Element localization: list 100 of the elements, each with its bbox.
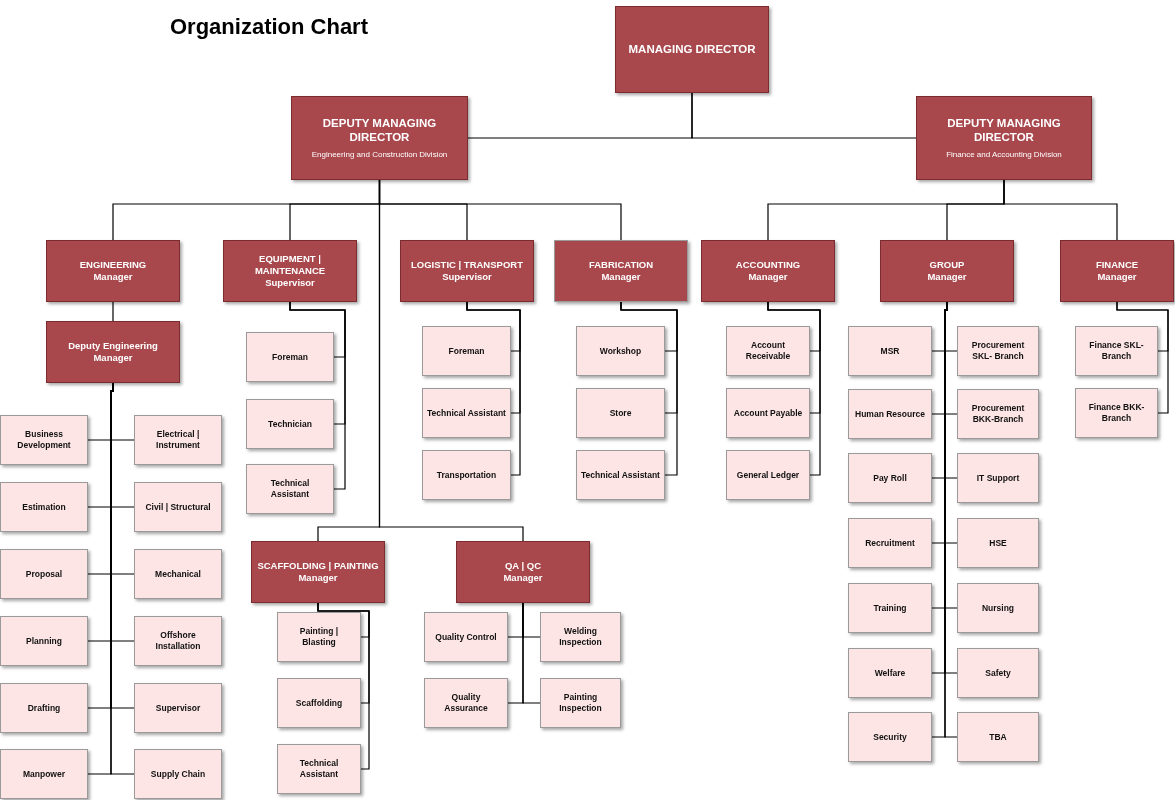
position-title: Deputy Engineering Manager (67, 340, 159, 364)
manager-box (1060, 240, 1174, 302)
position-box (576, 450, 665, 500)
position-title: EQUIPMENT | MAINTENANCE (253, 252, 327, 277)
manager-box (615, 6, 769, 93)
position-title: MSR (880, 345, 900, 357)
position-box (576, 326, 665, 376)
connector-line (289, 301, 346, 490)
position-title: Security (873, 731, 907, 743)
position-title: Nursing (981, 602, 1015, 614)
position-title: FABRICATION (588, 258, 654, 271)
position-title: Technician (268, 418, 312, 430)
manager-box (916, 96, 1092, 180)
position-box (422, 326, 511, 376)
position-title: Painting Inspection (558, 692, 603, 714)
position-title: DEPUTY MANAGING DIRECTOR (946, 115, 1062, 145)
position-subtitle: Manager (601, 270, 641, 284)
position-title: Estimation (22, 501, 66, 513)
position-subtitle: Manager (298, 571, 338, 585)
position-box (0, 482, 88, 532)
position-box (134, 549, 222, 599)
manager-box (46, 240, 180, 302)
position-title: Supply Chain (150, 768, 206, 780)
position-title: Technical Assistant (269, 478, 311, 500)
position-box (726, 326, 810, 376)
position-box (726, 450, 810, 500)
position-box (246, 464, 334, 514)
position-title: Account Payable (733, 407, 803, 419)
position-title: IT Support (976, 472, 1020, 484)
position-box (424, 612, 508, 662)
position-title: Scaffolding (295, 697, 343, 709)
connector-line (620, 301, 678, 476)
position-title: Procurement SKL- Branch (970, 340, 1026, 362)
connector-line (1003, 179, 1118, 241)
position-title: Mechanical (155, 568, 201, 580)
position-subtitle: Engineering and Construction Division (311, 149, 448, 161)
position-title: SCAFFOLDING | PAINTING (257, 559, 379, 572)
manager-box (554, 240, 688, 302)
position-box (246, 399, 334, 449)
position-title: Store (609, 407, 632, 419)
position-box (1075, 388, 1158, 438)
position-box (957, 453, 1039, 503)
position-box (1075, 326, 1158, 376)
position-box (246, 332, 334, 382)
position-box (134, 616, 222, 666)
manager-box (291, 96, 468, 180)
position-box (424, 678, 508, 728)
position-box (957, 583, 1039, 633)
position-title: QA | QC (504, 559, 542, 572)
position-title: General Ledger (736, 469, 800, 481)
position-box (848, 583, 932, 633)
position-box (0, 749, 88, 799)
position-title: Recruitment (865, 537, 915, 549)
position-title: Foreman (272, 351, 308, 363)
connector-line (378, 179, 524, 542)
position-box (848, 326, 932, 376)
manager-box (400, 240, 534, 302)
position-subtitle: Manager (1097, 270, 1137, 284)
position-title: Human Resource (855, 408, 925, 420)
manager-box (223, 240, 357, 302)
position-box (540, 678, 621, 728)
position-title: Pay Roll (873, 472, 907, 484)
position-title: Quality Assurance (443, 692, 489, 714)
position-box (848, 712, 932, 762)
position-title: Business Development (16, 429, 72, 451)
position-box (422, 450, 511, 500)
position-title: Proposal (25, 568, 63, 580)
position-title: HSE (989, 537, 1007, 549)
position-title: Quality Control (435, 631, 497, 643)
position-box (0, 616, 88, 666)
chart-title: Organization Chart (170, 14, 368, 40)
position-box (277, 612, 361, 662)
position-box (576, 388, 665, 438)
position-title: ENGINEERING (79, 258, 147, 271)
manager-box (456, 541, 590, 603)
position-title: FINANCE (1095, 258, 1139, 271)
position-title: Technical Assistant (581, 469, 660, 481)
connector-line (767, 301, 821, 476)
connector-line (691, 92, 917, 139)
position-box (957, 712, 1039, 762)
position-title: Offshore Installation (154, 630, 202, 652)
position-title: Technical Assistant (427, 407, 506, 419)
position-subtitle: Finance and Accounting Division (946, 149, 1062, 161)
position-title: Drafting (27, 702, 61, 714)
position-box (540, 612, 621, 662)
position-box (848, 453, 932, 503)
position-title: Finance SKL-Branch (1088, 340, 1145, 362)
position-box (134, 415, 222, 465)
position-box (277, 678, 361, 728)
position-box (134, 683, 222, 733)
position-title: Transportation (436, 469, 497, 481)
position-subtitle: Manager (503, 571, 543, 585)
position-title: ACCOUNTING (735, 258, 801, 271)
position-box (848, 518, 932, 568)
position-title: MANAGING DIRECTOR (628, 42, 756, 57)
position-title: Electrical | Instrument (155, 429, 201, 451)
position-subtitle: Manager (927, 270, 967, 284)
position-title: Safety (985, 667, 1011, 679)
position-subtitle: Supervisor (265, 276, 315, 290)
position-box (848, 648, 932, 698)
